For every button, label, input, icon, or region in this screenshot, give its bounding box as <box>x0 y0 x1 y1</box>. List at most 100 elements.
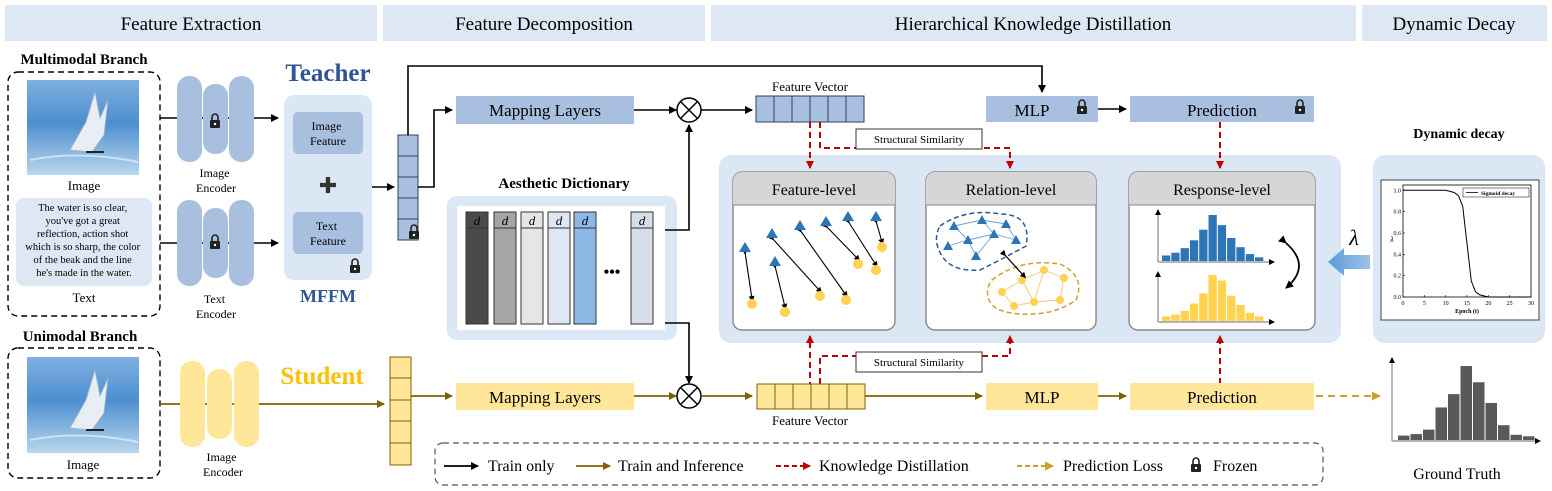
teacher-feature-point <box>870 211 882 221</box>
ground-truth-bar <box>1410 434 1422 440</box>
ground-truth-bar <box>1398 435 1410 440</box>
header-feature-extraction: Feature Extraction <box>121 14 262 35</box>
structural-similarity-top: Structural Similarity <box>855 128 983 150</box>
teacher-feature-point <box>769 256 781 266</box>
header-dynamic-decay: Dynamic Decay <box>1393 14 1516 35</box>
student-relation-node <box>1018 276 1026 284</box>
image-feature-label: Image Feature <box>310 119 346 148</box>
teacher-mlp: MLP <box>986 96 1098 122</box>
teacher-image-encoder: Image Encoder <box>160 76 279 195</box>
student-relation-node <box>1040 266 1048 274</box>
decay-legend-label: Sigmoid decay <box>1481 191 1515 197</box>
multimodal-branch-box <box>7 71 161 317</box>
teacher-histogram-bar <box>1199 229 1208 261</box>
text-feature-label-line1: Text <box>316 219 338 233</box>
student-relation-edge <box>1033 299 1061 303</box>
student-mlp-label: MLP <box>1025 388 1060 407</box>
ground-truth-bar <box>1460 366 1472 440</box>
student-histogram-bar <box>1255 316 1264 321</box>
student-mapping-layers-label: Mapping Layers <box>489 388 601 407</box>
student-prediction: Prediction <box>1130 383 1314 410</box>
teacher-relation-node <box>963 235 973 244</box>
student-histogram-bar <box>1171 314 1180 321</box>
unimodal-branch-box <box>7 347 161 479</box>
header-feature-decomposition: Feature Decomposition <box>455 14 633 35</box>
student-mapping-layers: Mapping Layers <box>456 383 634 410</box>
teacher-relation-node <box>949 221 959 230</box>
swap-arrow-icon <box>1278 235 1300 289</box>
dictionary-atom-label: d <box>556 213 563 228</box>
decay-ytick-label: 0.6 <box>1394 231 1402 237</box>
structural-similarity-top-label: Structural Similarity <box>874 134 965 146</box>
decay-ytick-label: 0.8 <box>1394 210 1402 216</box>
teacher-relation-node <box>943 241 953 250</box>
student-relation-edge <box>1021 279 1035 303</box>
response-level-card: Response-level <box>1128 171 1316 331</box>
decay-xtick-label: 30 <box>1528 301 1534 307</box>
mffm-module: Image Feature ✚ Text Feature <box>284 95 372 280</box>
student-image-encoder-label: Image Encoder <box>203 450 243 479</box>
decay-ytick-label: 0.2 <box>1394 274 1402 280</box>
feature-level-card: Feature-level <box>732 171 896 331</box>
teacher-relation-edge <box>993 233 1017 241</box>
ground-truth-bar <box>1498 425 1510 440</box>
decay-ytick-label: 0.4 <box>1394 252 1402 258</box>
student-relation-node <box>1056 296 1064 304</box>
student-fused-vector <box>389 356 412 466</box>
text-feature-label: Text Feature <box>310 219 346 248</box>
teacher-mapping-layers: Mapping Layers <box>456 96 634 124</box>
student-image-encoder-label-line1: Image <box>207 450 237 464</box>
header-hierarchical-distillation: Hierarchical Knowledge Distillation <box>895 14 1172 35</box>
teacher-histogram-bar <box>1162 255 1171 261</box>
dictionary-atom-label: d <box>529 213 536 228</box>
dictionary-atom-label: d <box>639 213 646 228</box>
ground-truth-bar <box>1448 394 1460 440</box>
teacher-response-histogram <box>1162 215 1264 261</box>
student-prediction-label: Prediction <box>1187 388 1257 407</box>
teacher-feature-vector-label: Feature Vector <box>772 79 849 94</box>
teacher-histogram-bar <box>1227 238 1236 261</box>
teacher-histogram-bar <box>1255 257 1264 261</box>
teacher-feature-point <box>739 242 751 252</box>
structural-similarity-bottom-label: Structural Similarity <box>874 357 965 369</box>
header-bar: Feature Extraction Feature Decomposition… <box>5 5 1547 41</box>
student-mlp: MLP <box>986 383 1098 410</box>
student-feature-point <box>877 242 887 252</box>
caption-box <box>16 198 152 286</box>
decay-xtick-label: 20 <box>1485 301 1491 307</box>
student-relation-node <box>1010 302 1018 310</box>
teacher-feature-vector <box>755 95 865 123</box>
student-relation-node <box>1030 298 1038 306</box>
lock-icon <box>1190 457 1202 473</box>
student-histogram-bar <box>1199 293 1208 321</box>
caption-text: The water is so clear, you've got a grea… <box>25 203 143 279</box>
dictionary-atom-label: d <box>474 213 481 228</box>
dictionary-atom <box>573 211 597 325</box>
student-relation-node <box>998 288 1006 296</box>
teacher-text-encoder-label-line2: Encoder <box>196 307 236 321</box>
student-image-encoder: Image Encoder <box>160 361 385 479</box>
teacher-image-encoder-label-line1: Image <box>200 166 230 180</box>
caption-line: he's made in the water. <box>36 268 131 279</box>
teacher-title: Teacher <box>285 60 370 87</box>
teacher-feature-point <box>766 228 778 238</box>
unimodal-branch-title: Unimodal Branch <box>23 329 138 345</box>
dictionary-atom <box>547 211 571 325</box>
teacher-histogram-bar <box>1171 252 1180 261</box>
student-histogram-bar <box>1189 303 1199 321</box>
decay-curve <box>1403 189 1531 298</box>
teacher-mlp-label: MLP <box>1015 101 1050 120</box>
alignment-arrow <box>872 217 885 245</box>
student-relation-edge <box>1033 269 1045 303</box>
student-histogram-bar <box>1217 280 1227 321</box>
student-feature-point <box>780 307 790 317</box>
feature-level-title: Feature-level <box>772 182 857 199</box>
student-histogram-bar <box>1208 275 1217 321</box>
caption-line: The water is so clear, <box>38 203 127 214</box>
student-histogram-bar <box>1180 310 1189 321</box>
multimodal-branch-title: Multimodal Branch <box>20 52 148 68</box>
student-feature-point <box>841 295 851 305</box>
teacher-histogram-bar <box>1208 215 1217 261</box>
